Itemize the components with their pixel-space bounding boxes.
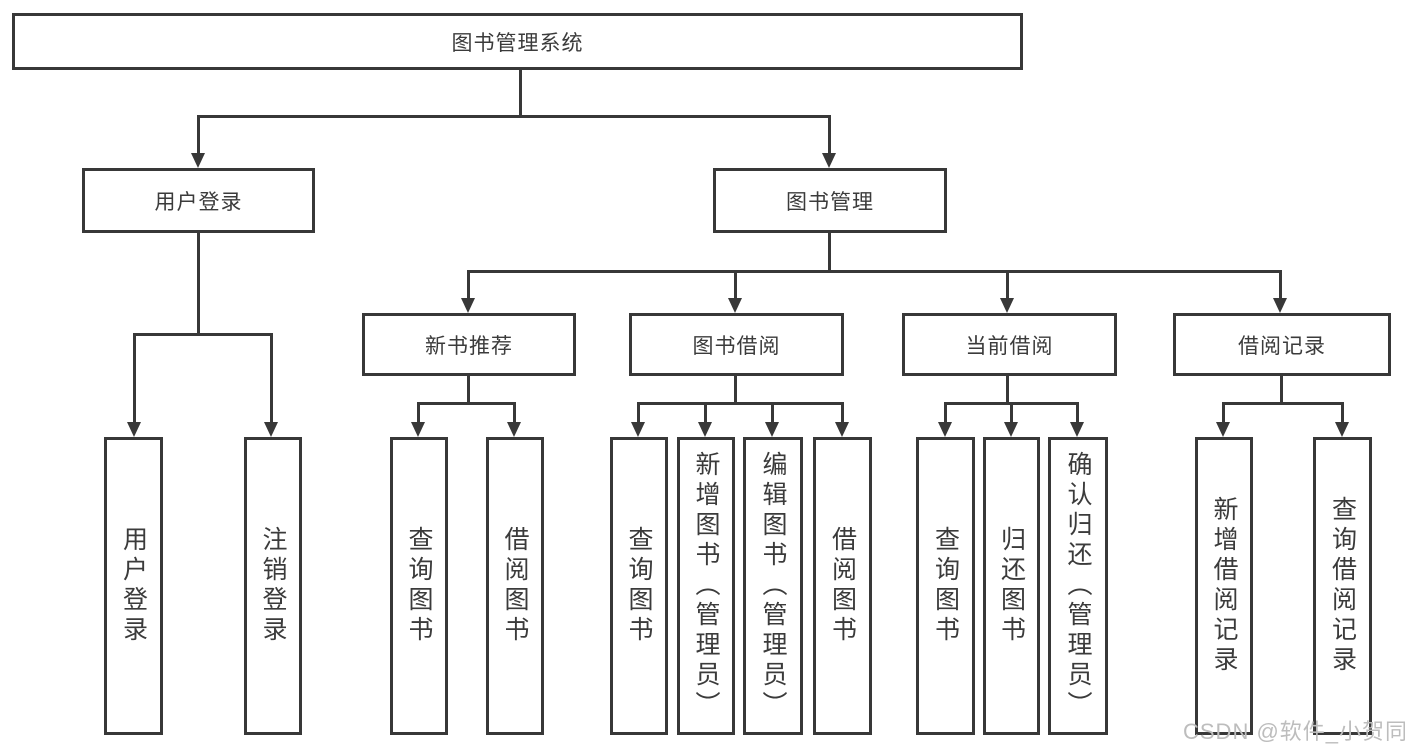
leaf-add-books-admin: 新增图书（管理员）: [677, 437, 735, 735]
connector-book-borrow-hline: [637, 402, 844, 405]
csdn-watermark: CSDN @软件_小贺同学: [1183, 719, 1405, 744]
connector-user-login-stem: [197, 231, 200, 335]
arrowhead-add-borrow-record: [1216, 422, 1230, 437]
arrowhead-confirm-return: [1070, 422, 1084, 437]
arrowhead-book-borrow: [728, 298, 742, 313]
leaf-add-borrow-record: 新增借阅记录: [1195, 437, 1253, 735]
leaf-borrow-books-1-label: 借阅图书: [501, 526, 529, 646]
node-book-borrow-label: 图书借阅: [692, 334, 781, 358]
connector-root-stem: [519, 69, 522, 118]
leaf-query-books-2: 查询图书: [610, 437, 668, 735]
connector-book-management-hline: [467, 270, 1282, 273]
arrowhead-return-books: [1004, 422, 1018, 437]
connector-drop-confirm-return: [1076, 402, 1079, 423]
leaf-edit-books-admin-label: 编辑图书（管理员）: [759, 451, 787, 721]
leaf-borrow-books-1: 借阅图书: [486, 437, 544, 735]
arrowhead-current-borrow: [1000, 298, 1014, 313]
arrowhead-leaf-logout: [264, 422, 278, 437]
node-library-system-label: 图书管理系统: [451, 31, 584, 55]
arrowhead-user-login: [191, 153, 205, 168]
connector-new-book-stem: [467, 375, 470, 405]
leaf-user-login-label: 用户登录: [119, 526, 148, 646]
connector-current-borrow-stem: [1006, 375, 1009, 405]
node-user-login: 用户登录: [82, 168, 315, 233]
arrowhead-borrow-books-2: [835, 422, 849, 437]
arrowhead-borrow-records: [1273, 298, 1287, 313]
node-book-borrow: 图书借阅: [629, 313, 844, 376]
connector-drop-book-management: [828, 115, 831, 153]
node-borrow-records: 借阅记录: [1173, 313, 1391, 376]
connector-drop-edit-books: [771, 402, 774, 423]
connector-drop-query-borrow-record: [1341, 402, 1344, 423]
connector-drop-query-books-2: [637, 402, 640, 423]
arrowhead-edit-books: [765, 422, 779, 437]
leaf-query-borrow-record-label: 查询借阅记录: [1328, 496, 1357, 676]
node-book-management-label: 图书管理: [786, 190, 874, 214]
arrowhead-query-books-1: [411, 422, 425, 437]
connector-drop-book-borrow: [734, 270, 737, 299]
arrowhead-book-management: [822, 153, 836, 168]
arrowhead-query-books-3: [938, 422, 952, 437]
connector-drop-leaf-user-login: [133, 333, 136, 422]
connector-book-management-stem: [828, 231, 831, 273]
leaf-confirm-return-admin-label: 确认归还（管理员）: [1064, 451, 1092, 721]
leaf-confirm-return-admin: 确认归还（管理员）: [1048, 437, 1108, 735]
connector-drop-return-books: [1010, 402, 1013, 423]
arrowhead-borrow-books-1: [507, 422, 521, 437]
connector-drop-add-books: [704, 402, 707, 423]
connector-drop-current-borrow: [1006, 270, 1009, 299]
leaf-return-books-label: 归还图书: [997, 526, 1026, 646]
connector-user-login-hline: [133, 333, 273, 336]
node-book-management: 图书管理: [713, 168, 947, 233]
connector-drop-leaf-logout: [270, 333, 273, 422]
connector-drop-add-borrow-record: [1222, 402, 1225, 423]
leaf-query-borrow-record: 查询借阅记录: [1313, 437, 1372, 735]
arrowhead-leaf-user-login: [127, 422, 141, 437]
arrowhead-new-book: [461, 298, 475, 313]
leaf-query-books-3: 查询图书: [916, 437, 975, 735]
connector-book-borrow-stem: [734, 375, 737, 405]
leaf-add-books-admin-label: 新增图书（管理员）: [692, 451, 720, 721]
node-library-system: 图书管理系统: [12, 13, 1023, 70]
node-new-book-recommend-label: 新书推荐: [425, 334, 513, 358]
connector-drop-borrow-books-1: [513, 402, 516, 423]
leaf-query-books-1: 查询图书: [390, 437, 448, 735]
connector-root-hline: [197, 115, 831, 118]
leaf-borrow-books-2-label: 借阅图书: [828, 526, 857, 646]
arrowhead-add-books: [698, 422, 712, 437]
leaf-logout: 注销登录: [244, 437, 302, 735]
arrowhead-query-borrow-record: [1335, 422, 1349, 437]
node-user-login-label: 用户登录: [154, 190, 243, 214]
leaf-query-books-1-label: 查询图书: [405, 526, 433, 646]
node-current-borrow: 当前借阅: [902, 313, 1117, 376]
leaf-logout-label: 注销登录: [259, 526, 287, 646]
leaf-return-books: 归还图书: [983, 437, 1040, 735]
connector-new-book-hline: [417, 402, 516, 405]
connector-drop-borrow-books-2: [841, 402, 844, 423]
leaf-add-borrow-record-label: 新增借阅记录: [1210, 496, 1238, 676]
leaf-borrow-books-2: 借阅图书: [813, 437, 872, 735]
connector-drop-query-books-1: [417, 402, 420, 423]
leaf-edit-books-admin: 编辑图书（管理员）: [743, 437, 803, 735]
node-current-borrow-label: 当前借阅: [965, 334, 1054, 358]
node-borrow-records-label: 借阅记录: [1238, 334, 1326, 358]
connector-borrow-records-hline: [1222, 402, 1344, 405]
leaf-query-books-2-label: 查询图书: [625, 526, 653, 646]
leaf-query-books-3-label: 查询图书: [931, 526, 960, 646]
connector-borrow-records-stem: [1280, 375, 1283, 405]
arrowhead-query-books-2: [631, 422, 645, 437]
connector-drop-borrow-records: [1279, 270, 1282, 299]
connector-drop-query-books-3: [944, 402, 947, 423]
connector-drop-new-book: [467, 270, 470, 299]
node-new-book-recommend: 新书推荐: [362, 313, 576, 376]
leaf-user-login: 用户登录: [104, 437, 163, 735]
connector-drop-user-login: [197, 115, 200, 153]
